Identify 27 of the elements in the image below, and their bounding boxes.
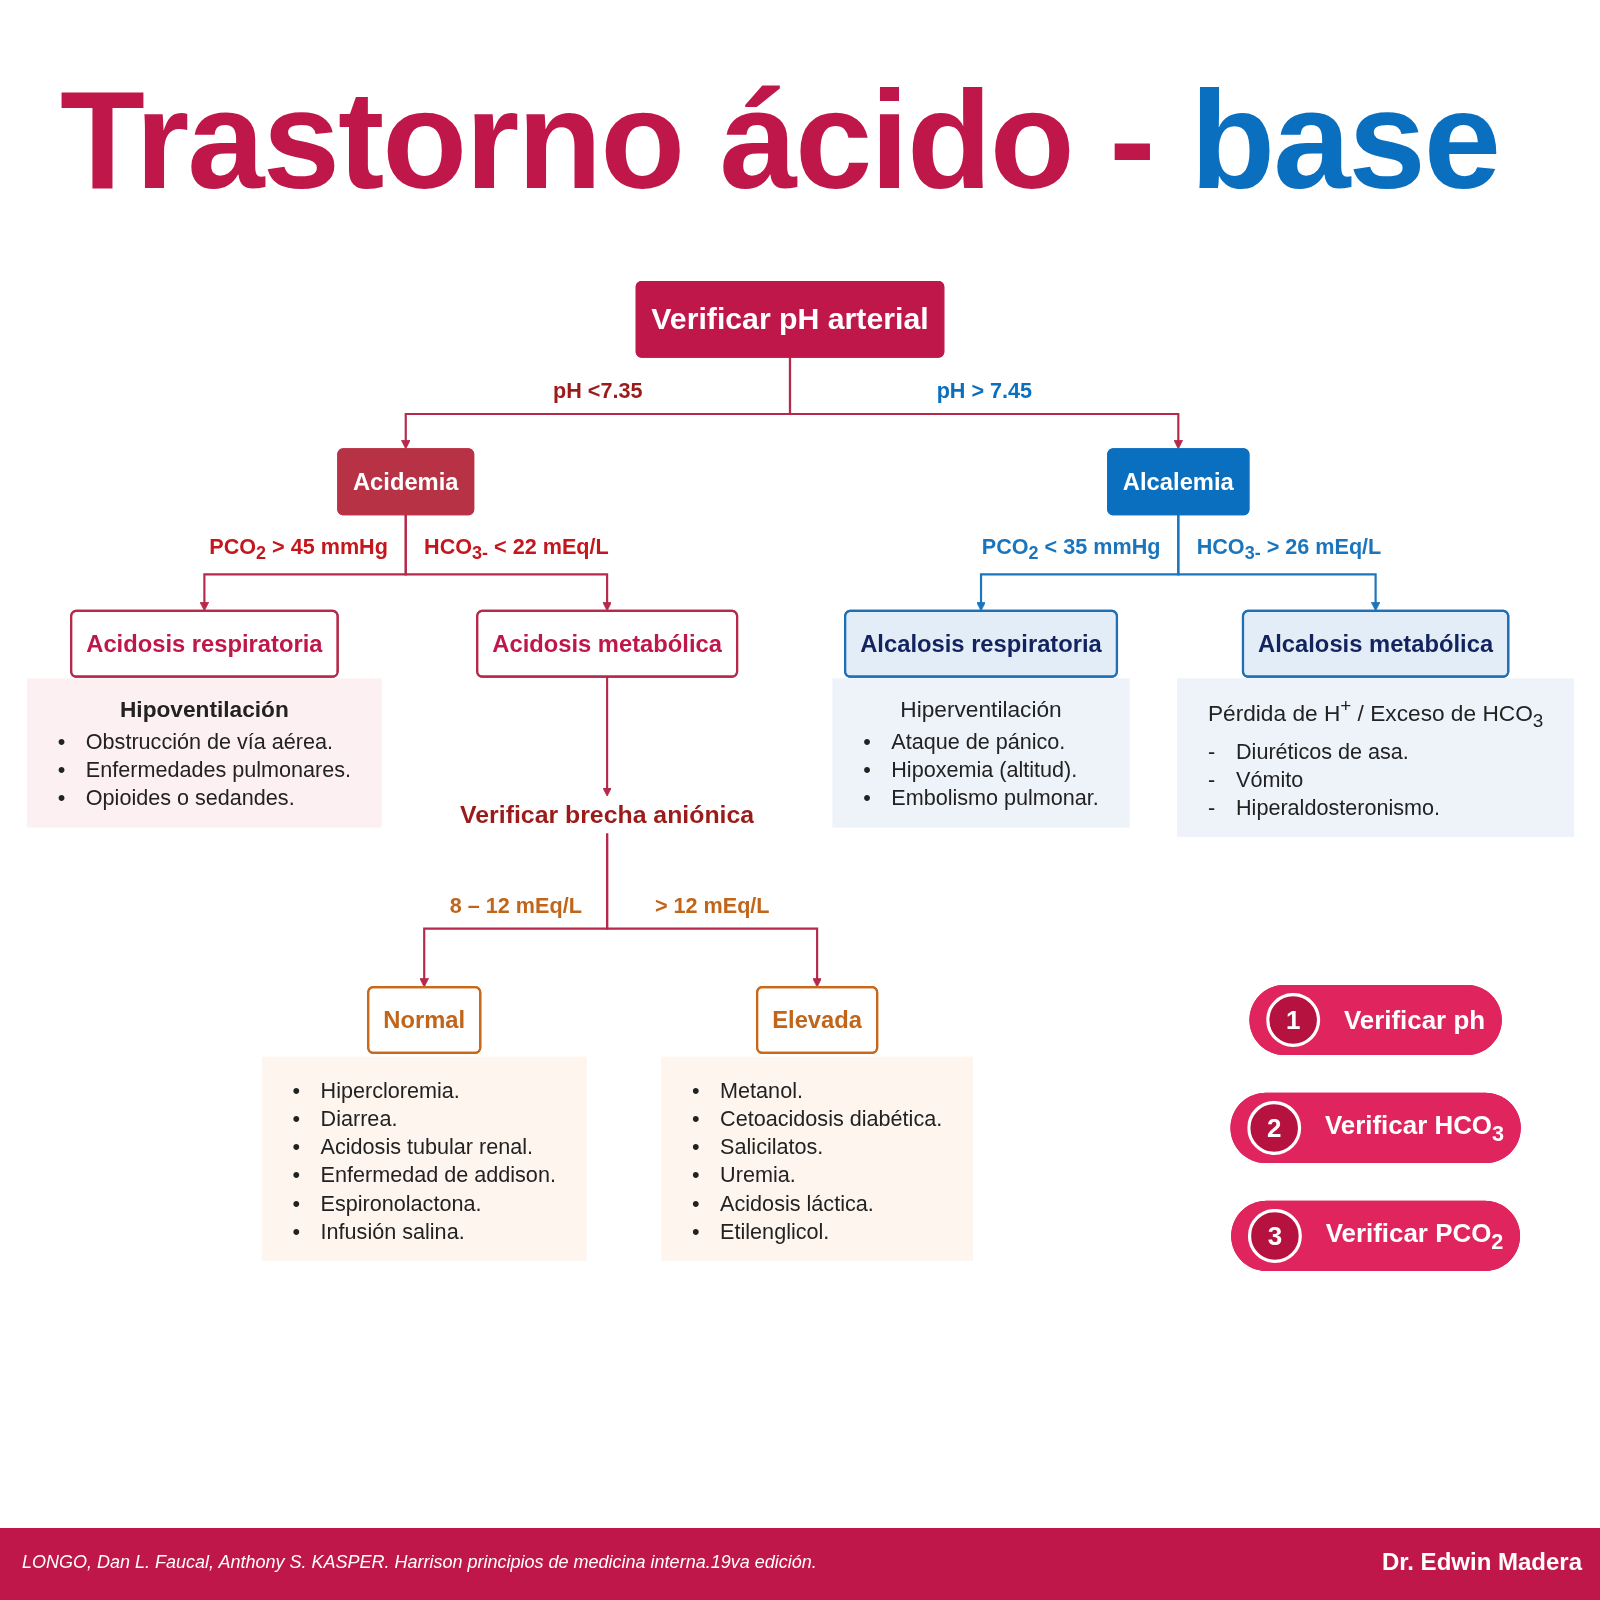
arrow [601, 676, 612, 797]
step-text: Verificar brecha aniónica [459, 800, 754, 829]
step-label: Verificar ph [1343, 1004, 1485, 1034]
author-name: Dr. Edwin Madera [1381, 1548, 1582, 1576]
diagnosis-box: Acidosis respiratoria [69, 609, 339, 678]
diagnosis-box: Alcalosis respiratoria [843, 609, 1118, 678]
info-panel: Hiperventilación • Ataque de pánico. • Hipoxemia (altitud). • Embolismo pulmonar. [831, 678, 1130, 828]
process-box: Alcalemia [1106, 448, 1249, 516]
step-pill [1248, 984, 1502, 1056]
info-panel: • Metanol. • Cetoacidosis diabética. • Salicilatos. • Uremia. • Acidosis láctica. • Etilenglicol. [660, 1056, 973, 1261]
process-box: Acidemia [336, 448, 474, 516]
diagnosis-box: Alcalosis metabólica [1241, 609, 1509, 678]
diagnosis-box: Acidosis metabólica [475, 609, 738, 678]
arrow [788, 357, 1183, 450]
info-panel: Hipoventilación • Obstrucción de vía aérea. • Enfermedades pulmonares. • Opioides o sedandes. [26, 678, 382, 828]
step-pill [1230, 1092, 1521, 1164]
result-box: Elevada [755, 985, 878, 1054]
result-box: Normal [366, 985, 481, 1054]
info-panel: • Hipercloremia. • Diarrea. • Acidosis tubular renal. • Enfermedad de addison. • Espironolactona. • Infusión salina. [261, 1056, 587, 1261]
title-heading: Trastorno ácido - base [60, 61, 1500, 219]
arrow [605, 833, 822, 988]
info-panel: Pérdida de H$^{+}$ / Exceso de HCO$_{3}$ - Diuréticos de asa. - Vómito - Hiperaldosteronismo. [1176, 678, 1574, 837]
step-label: Verificar PCO$_{2}$ [1325, 1218, 1503, 1248]
step-label: Verificar HCO$_{3}$ [1324, 1110, 1504, 1140]
citation-text: LONGO, Dan L. Faucal, Anthony S. KASPER. Harrison principios de medicina interna.19va edición. [22, 1552, 817, 1573]
start-box: Verificar pH arterial [635, 281, 944, 358]
step-pill [1230, 1200, 1520, 1271]
